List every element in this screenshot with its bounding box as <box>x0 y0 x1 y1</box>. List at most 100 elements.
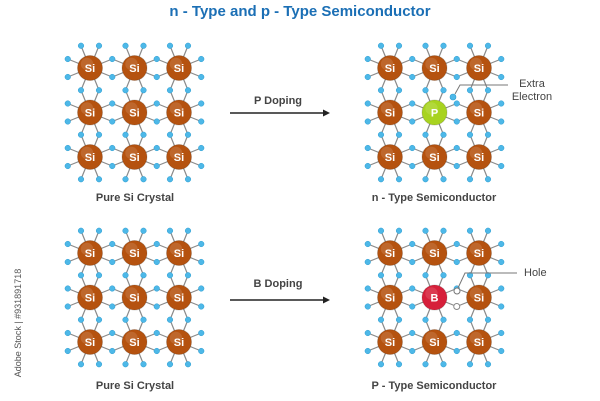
atom-highlight <box>380 57 394 71</box>
atom-label-si: Si <box>474 248 484 260</box>
electron-dot <box>140 176 147 183</box>
electron-dot <box>498 55 505 63</box>
electron-dot <box>466 176 474 183</box>
atom-si <box>421 144 448 170</box>
electron-dot <box>153 162 160 170</box>
atom-label-si: Si <box>474 293 484 305</box>
electron-dot <box>484 272 492 279</box>
electron-dot <box>364 73 371 81</box>
atom-label-si: Si <box>474 63 484 75</box>
electron-dot <box>453 144 460 152</box>
diagram-title: n - Type and p - Type Semiconductor <box>169 3 431 20</box>
electron-dot <box>440 87 447 94</box>
electron-dot <box>364 118 371 125</box>
electron-dot <box>440 272 447 279</box>
atom-highlight <box>125 242 138 256</box>
electron-dot <box>198 55 205 63</box>
atom-highlight <box>380 331 394 345</box>
electron-dot <box>153 258 160 266</box>
electron-dot <box>184 176 192 183</box>
electron-dot <box>395 272 403 279</box>
electron-dot <box>153 100 160 107</box>
electron-dot <box>109 285 116 292</box>
electron-layer <box>364 42 505 183</box>
electron-dot <box>364 329 371 337</box>
electron-dot <box>153 118 160 125</box>
electron-dot <box>184 316 192 323</box>
electron-dot <box>377 42 385 49</box>
atom-si <box>77 55 103 81</box>
atom-label-si: Si <box>174 108 184 120</box>
atom-si <box>166 284 192 311</box>
atom-highlight <box>80 102 94 115</box>
atom-label-si: Si <box>385 248 395 260</box>
electron-dot <box>198 285 205 292</box>
electron-dot <box>109 162 116 170</box>
atom-highlight <box>125 331 138 345</box>
electron-dot <box>364 258 371 266</box>
electron-dot <box>395 316 403 323</box>
atom-highlight <box>125 287 138 300</box>
electron-dot <box>184 87 192 94</box>
electron-dot <box>64 303 71 310</box>
atom-highlight <box>80 146 94 160</box>
electron-dot <box>198 144 205 152</box>
electron-dot <box>484 42 492 49</box>
electron-dot <box>440 131 447 138</box>
atom-label-si: Si <box>129 108 139 120</box>
atom-label-si: Si <box>429 63 439 75</box>
hole-label: Hole <box>524 267 547 279</box>
atom-highlight <box>469 242 483 256</box>
electron-dot <box>153 55 160 63</box>
atom-highlight <box>125 102 138 115</box>
electron-dot <box>122 227 129 234</box>
atom-si <box>377 329 403 355</box>
atom-highlight <box>380 146 394 160</box>
atom-label-si: Si <box>174 152 184 164</box>
electron-dot <box>109 329 116 337</box>
atom-highlight <box>169 146 183 160</box>
electron-dot <box>77 87 85 94</box>
electron-dot <box>109 118 116 125</box>
atom-si <box>121 144 148 170</box>
atom-highlight <box>425 331 438 345</box>
electron-dot <box>409 329 416 337</box>
electron-dot <box>364 162 371 170</box>
electron-dot <box>498 162 505 170</box>
electron-dot <box>198 100 205 107</box>
electron-dot <box>198 162 205 170</box>
electron-dot <box>395 87 403 94</box>
electron-dot <box>64 118 71 125</box>
electron-dot <box>422 176 429 183</box>
electron-dot <box>466 227 474 234</box>
caption-pure-si-top: Pure Si Crystal <box>96 192 174 204</box>
electron-dot <box>184 131 192 138</box>
atom-label-p: P <box>431 108 438 120</box>
electron-dot <box>395 42 403 49</box>
atom-highlight <box>469 57 483 71</box>
atom-label-si: Si <box>129 337 139 349</box>
atom-si <box>77 144 103 170</box>
electron-dot <box>498 258 505 266</box>
atom-highlight <box>425 146 438 160</box>
atom-label-si: Si <box>85 337 95 349</box>
electron-dot <box>140 87 147 94</box>
atom-highlight <box>469 102 483 115</box>
electron-dot <box>422 361 429 368</box>
electron-dot <box>95 176 103 183</box>
atom-highlight <box>425 287 438 300</box>
electron-dot <box>364 347 371 355</box>
atom-label-si: Si <box>474 337 484 349</box>
electron-dot <box>184 227 192 234</box>
atom-label-si: Si <box>85 248 95 260</box>
atom-highlight <box>125 146 138 160</box>
electron-layer <box>64 227 205 368</box>
caption-pure-si-bottom: Pure Si Crystal <box>96 380 174 392</box>
electron-dot <box>453 258 460 266</box>
hole-dot-lattice <box>453 303 461 310</box>
electron-dot <box>484 87 492 94</box>
atom-highlight <box>380 287 394 300</box>
